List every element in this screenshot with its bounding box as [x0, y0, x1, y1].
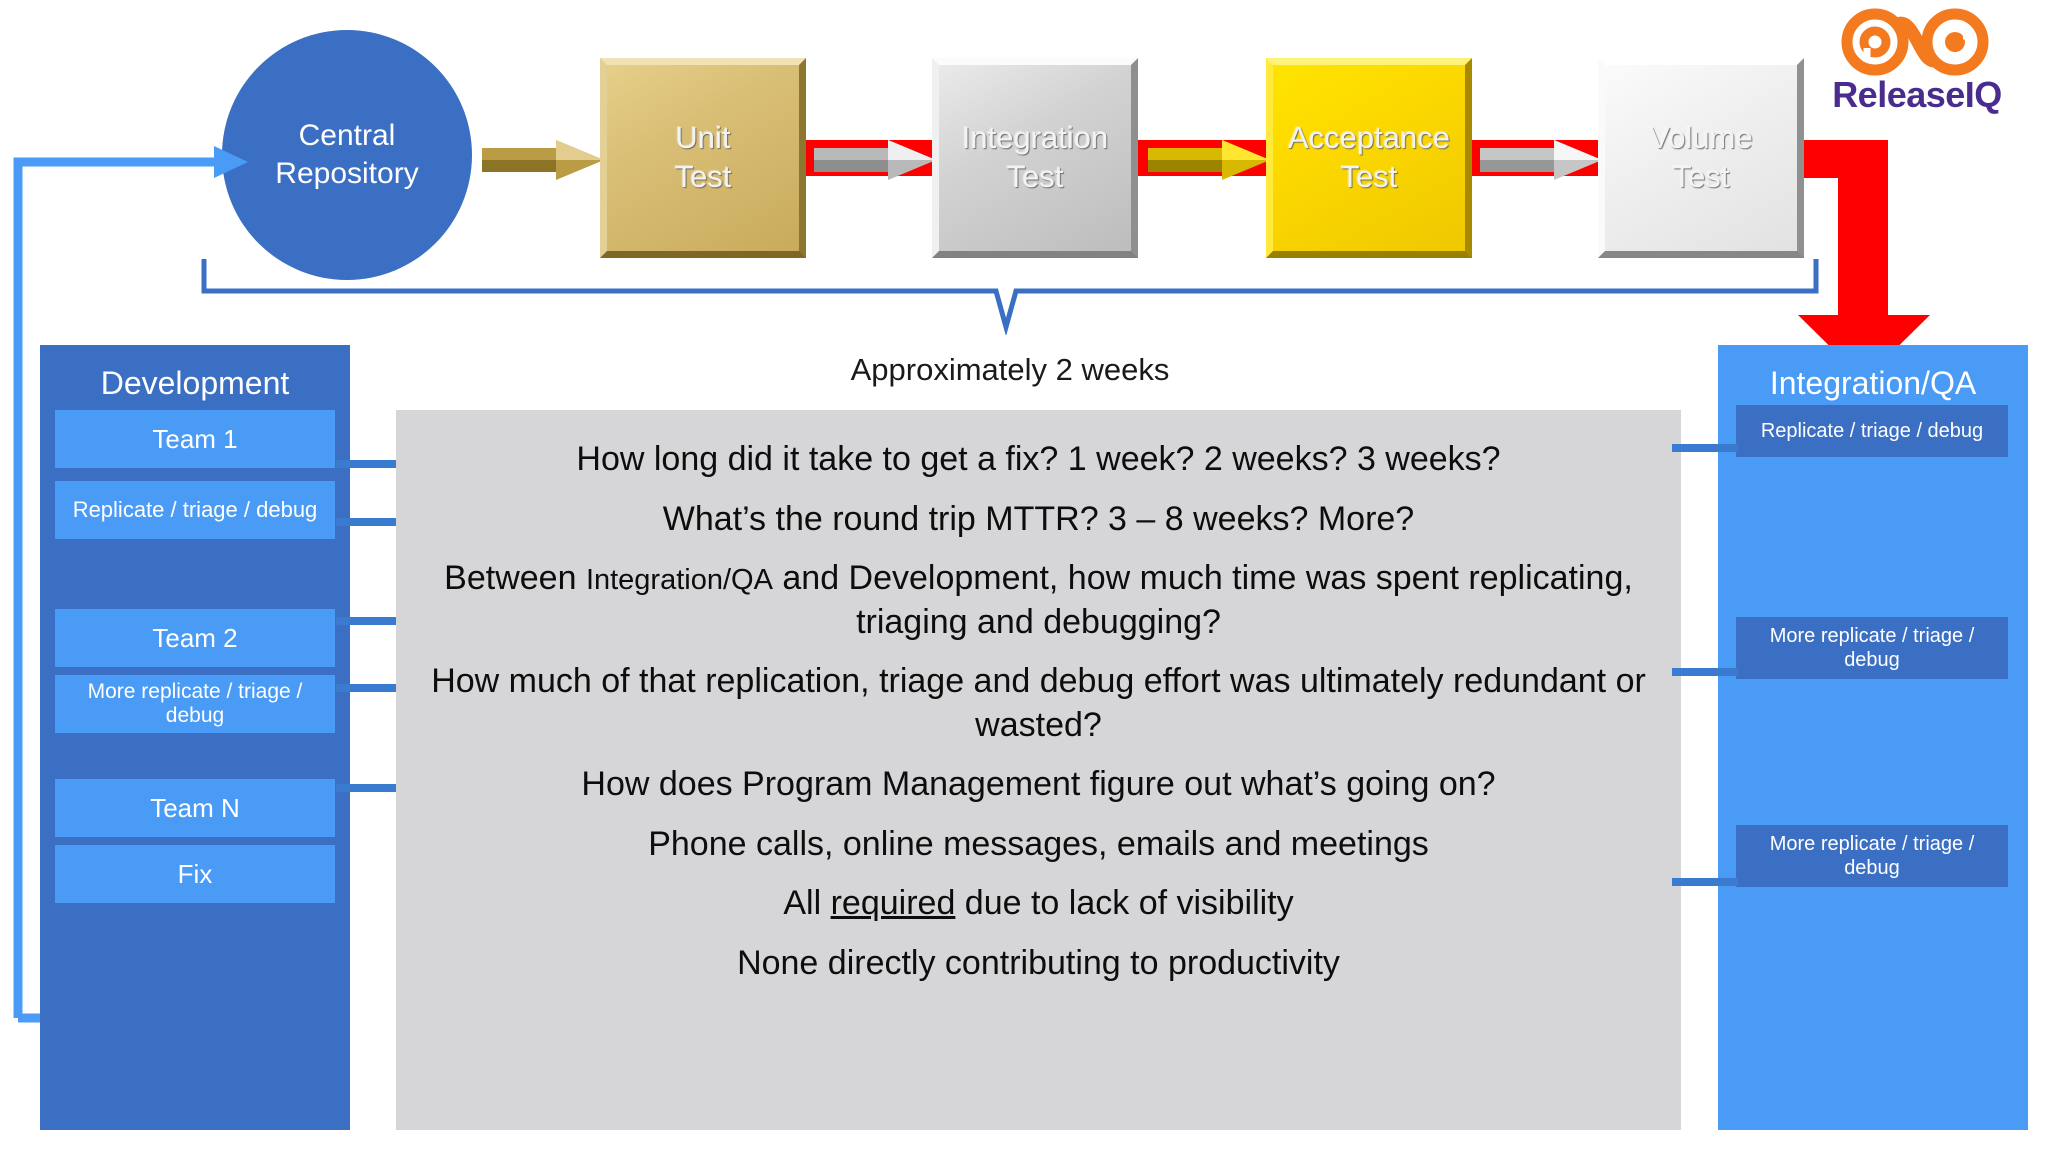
arrow-integration-to-acceptance-icon	[1148, 140, 1270, 180]
stage-acceptance-test-line2: Test	[1340, 159, 1398, 194]
dev-item-team-n-label: Team N	[150, 792, 240, 823]
duration-bracket-label: Approximately 2 weeks	[850, 352, 1170, 387]
qa-item-more-replicate-triage-debug-2[interactable]: More replicate / triage / debug	[1736, 825, 2008, 887]
stage-integration-test-line1: Integration	[961, 120, 1109, 156]
question-line-5: How does Program Management figure out w…	[581, 765, 1496, 804]
question-line-7-underline: required	[830, 884, 956, 923]
arrow-repo-to-unit-icon	[482, 140, 604, 180]
stage-volume-test-line2: Test	[1672, 159, 1730, 194]
central-repository-line1: Central	[298, 118, 396, 152]
dev-item-fix[interactable]: Fix	[55, 845, 335, 903]
integration-qa-title: Integration/QA	[1769, 365, 1977, 401]
dev-item-team-2[interactable]: Team 2	[55, 609, 335, 667]
question-line-3-post: and Development, how much time was spent…	[772, 559, 1633, 641]
stage-unit-test[interactable]: Unit Test	[600, 58, 806, 258]
dev-item-more-replicate-triage-debug[interactable]: More replicate / triage / debug	[55, 675, 335, 733]
duration-bracket-icon	[200, 255, 1820, 337]
question-line-1: How long did it take to get a fix? 1 wee…	[576, 440, 1501, 478]
question-line-8: None directly contributing to productivi…	[737, 943, 1340, 982]
stage-volume-test-line1: Volume	[1649, 120, 1753, 156]
connector-qa-replicate	[1672, 444, 1738, 452]
qa-item-replicate-triage-debug[interactable]: Replicate / triage / debug	[1736, 405, 2008, 457]
arrow-unit-to-integration-icon	[814, 140, 936, 180]
integration-qa-column: Integration/QA Replicate / triage / debu…	[1718, 345, 2028, 1130]
stage-acceptance-test-line1: Acceptance	[1288, 120, 1450, 156]
connector-dev-replicate	[336, 518, 402, 526]
dev-item-replicate-triage-debug-label: Replicate / triage / debug	[72, 497, 318, 522]
dev-item-replicate-triage-debug[interactable]: Replicate / triage / debug	[55, 481, 335, 539]
question-line-3: Between Integration/QA and Development, …	[422, 557, 1655, 644]
stage-acceptance-test[interactable]: Acceptance Test	[1266, 58, 1472, 258]
question-line-6: Phone calls, online messages, emails and…	[648, 824, 1429, 863]
qa-item-more-replicate-triage-debug-1[interactable]: More replicate / triage / debug	[1736, 617, 2008, 679]
stage-unit-test-line2: Test	[674, 159, 732, 194]
central-repository-node[interactable]: Central Repository	[222, 30, 472, 280]
qa-item-more-replicate-triage-debug-1-label: More replicate / triage / debug	[1769, 625, 1975, 671]
connector-dev-team1	[336, 460, 402, 468]
stage-unit-test-line1: Unit	[675, 120, 731, 156]
connector-dev-team2	[336, 617, 402, 625]
central-repository-line2: Repository	[275, 157, 419, 190]
stage-volume-test[interactable]: Volume Test	[1598, 58, 1804, 258]
question-line-7-post: due to lack of visibility	[955, 884, 1294, 923]
question-line-3-emphasis: Integration/QA	[585, 564, 773, 597]
question-line-2: What’s the round trip MTTR? 3 – 8 weeks?…	[662, 499, 1415, 538]
question-line-4: How much of that replication, triage and…	[431, 662, 1646, 744]
qa-item-more-replicate-triage-debug-2-label: More replicate / triage / debug	[1769, 833, 1975, 879]
dev-item-team-1-label: Team 1	[152, 423, 238, 454]
arrow-acceptance-to-volume-icon	[1480, 140, 1602, 180]
connector-qa-more-replicate-1	[1672, 668, 1738, 676]
dev-item-team-1[interactable]: Team 1	[55, 410, 335, 468]
dev-item-team-n[interactable]: Team N	[55, 779, 335, 837]
infinity-loop-icon	[1841, 8, 1989, 76]
development-title: Development	[100, 365, 290, 401]
failure-path-down-arrow-icon	[1780, 140, 1970, 380]
connector-dev-more-replicate	[336, 684, 402, 692]
question-line-3-pre: Between	[444, 559, 586, 598]
stage-integration-test[interactable]: Integration Test	[932, 58, 1138, 258]
question-line-7-pre: All	[783, 884, 831, 923]
releaseiq-logo: ReleaseIQ	[1814, 6, 2020, 116]
questions-panel: How long did it take to get a fix? 1 wee…	[396, 410, 1681, 1130]
dev-item-fix-label: Fix	[177, 858, 213, 889]
development-column: Development Team 1 Replicate / triage / …	[40, 345, 350, 1130]
connector-qa-more-replicate-2	[1672, 878, 1738, 886]
qa-item-replicate-triage-debug-label: Replicate / triage / debug	[1760, 419, 1984, 442]
stage-integration-test-line2: Test	[1006, 159, 1064, 194]
releaseiq-wordmark: ReleaseIQ	[1832, 74, 2002, 115]
dev-item-team-2-label: Team 2	[152, 622, 238, 653]
connector-dev-teamn	[336, 784, 402, 792]
dev-item-more-replicate-triage-debug-label: More replicate / triage / debug	[87, 679, 303, 727]
question-line-7: All required due to lack of visibility	[422, 882, 1655, 926]
